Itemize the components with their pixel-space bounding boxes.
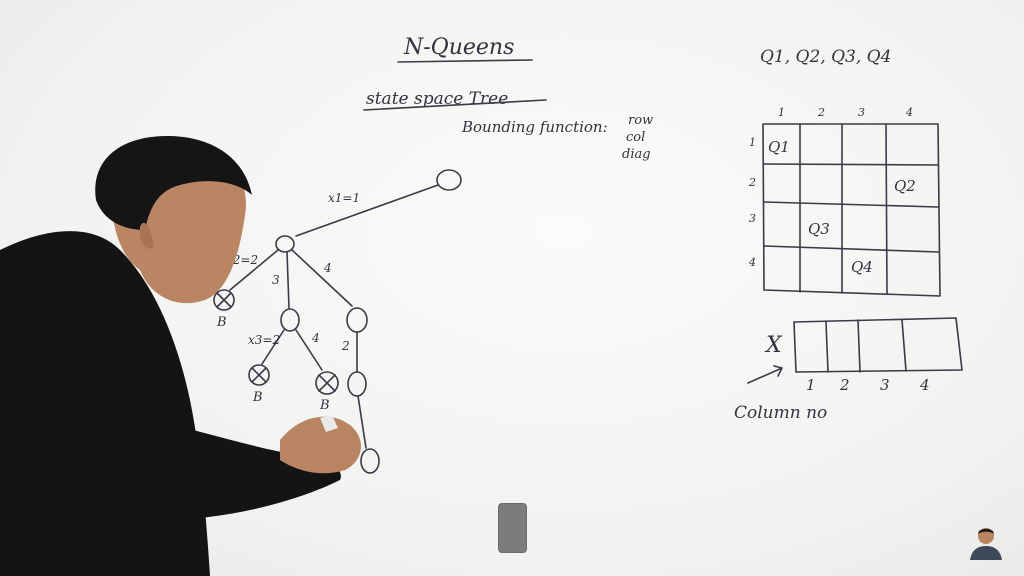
chessboard-grid: [762, 123, 941, 297]
board-title: N-Queens: [403, 35, 514, 60]
queen-q3: Q3: [808, 220, 830, 238]
edge-label-x1: x1=1: [328, 191, 360, 205]
progress-thumb[interactable]: [498, 503, 527, 553]
subtitle-underline: [363, 99, 547, 111]
array-index-4: 4: [919, 376, 930, 394]
bounding-function-label: Bounding function:: [461, 118, 608, 136]
edge-label-4: 4: [323, 261, 332, 275]
bounded-marker-2: B: [252, 390, 263, 405]
grid-col-1: 1: [778, 106, 785, 119]
queens-list: Q1, Q2, Q3, Q4: [760, 47, 891, 67]
bounded-marker-1: B: [216, 315, 227, 330]
solution-array: [793, 317, 963, 373]
bounding-item-col: col: [626, 130, 645, 145]
queen-q1: Q1: [768, 138, 790, 156]
array-caption: Column no: [734, 403, 827, 423]
avatar[interactable]: [968, 520, 1004, 560]
edge-label-4b: 4: [311, 331, 320, 345]
state-space-tree: [213, 169, 462, 474]
array-index-1: 1: [806, 376, 816, 394]
grid-col-2: 2: [817, 106, 825, 119]
array-label: X: [764, 333, 783, 358]
bounding-item-diag: diag: [622, 147, 651, 162]
array-index-3: 3: [880, 376, 890, 394]
grid-row-1: 1: [749, 136, 756, 149]
queen-q4: Q4: [851, 258, 873, 276]
bounded-marker-3: B: [319, 398, 330, 413]
grid-row-4: 4: [748, 256, 756, 269]
bounding-item-row: row: [628, 113, 653, 128]
presenter: [0, 135, 361, 576]
array-index-2: 2: [839, 376, 850, 394]
edge-label-3: 3: [272, 273, 280, 287]
title-underline: [397, 59, 533, 63]
edge-label-2: 2: [341, 339, 350, 353]
grid-row-3: 3: [749, 212, 756, 225]
grid-col-4: 4: [905, 106, 913, 119]
edge-label-x3: x3=2: [248, 333, 280, 347]
queen-q2: Q2: [894, 177, 916, 195]
arrow-icon: [747, 365, 783, 384]
grid-col-3: 3: [858, 106, 865, 119]
grid-row-2: 2: [748, 176, 756, 189]
